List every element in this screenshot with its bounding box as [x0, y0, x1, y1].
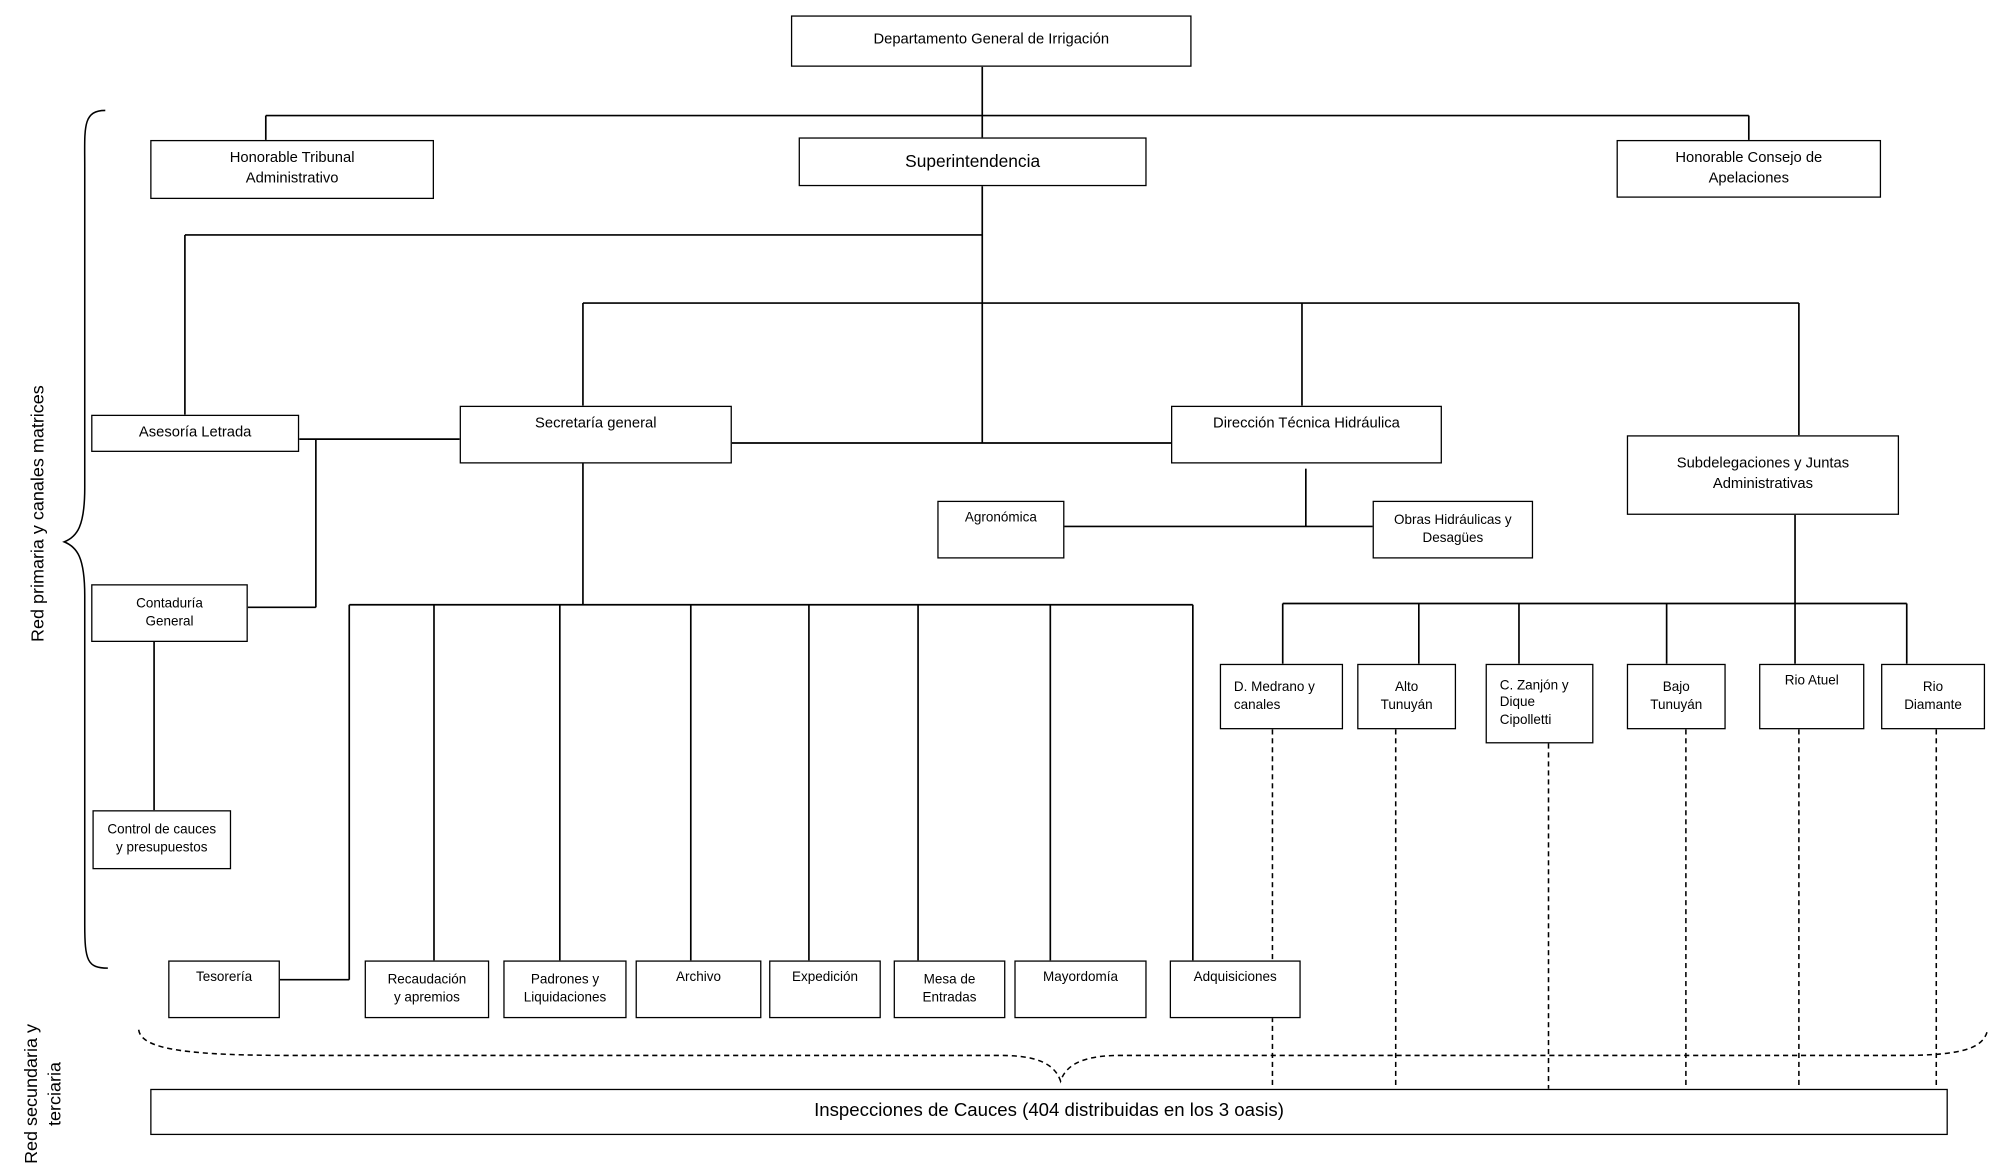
secretaria-unit-recaudacion: Recaudación y apremios	[364, 960, 490, 1019]
secretaria-unit-padrones: Padrones y Liquidaciones	[503, 960, 627, 1019]
secretaria-unit-expedicion: Expedición	[769, 960, 881, 1019]
agronomica-box: Agronómica	[937, 500, 1065, 559]
subdelegacion-unit-rio-diamante: Rio Diamante	[1881, 663, 1986, 730]
red-primaria-label: Red primaria y canales matrices	[26, 385, 48, 642]
consejo-apelaciones-box: Honorable Consejo de Apelaciones	[1616, 139, 1882, 198]
subdelegacion-unit-medrano: D. Medrano y canales	[1219, 663, 1344, 730]
superintendencia-box: Superintendencia	[798, 137, 1147, 187]
asesoria-letrada-box: Asesoría Letrada	[91, 414, 300, 452]
departamento-general-box: Departamento General de Irrigación	[790, 15, 1192, 67]
tribunal-administrativo-box: Honorable Tribunal Administrativo	[150, 139, 434, 200]
contaduria-general-box: Contaduría General	[91, 584, 248, 642]
direccion-tecnica-box: Dirección Técnica Hidráulica	[1171, 405, 1442, 464]
control-cauces-box: Control de cauces y presupuestos	[92, 810, 232, 870]
red-secundaria-label: Red secundaria y terciaria	[20, 1024, 65, 1164]
subdelegacion-unit-alto-tunuyan: Alto Tunuyán	[1357, 663, 1457, 730]
secretaria-unit-mayordomia: Mayordomía	[1014, 960, 1147, 1019]
secretaria-general-box: Secretaría general	[459, 405, 732, 464]
inspecciones-cauces-box: Inspecciones de Cauces (404 distribuidas…	[150, 1088, 1948, 1136]
secretaria-unit-tesoreria: Tesorería	[168, 960, 280, 1019]
subdelegacion-unit-rio-atuel: Rio Atuel	[1759, 663, 1865, 730]
subdelegacion-unit-zanjon: C. Zanjón y Dique Cipolletti	[1485, 663, 1594, 744]
secretaria-unit-mesa-entradas: Mesa de Entradas	[893, 960, 1006, 1019]
subdelegacion-unit-bajo-tunuyan: Bajo Tunuyán	[1626, 663, 1726, 730]
secretaria-unit-archivo: Archivo	[635, 960, 762, 1019]
secretaria-unit-adquisiciones: Adquisiciones	[1169, 960, 1301, 1019]
subdelegaciones-box: Subdelegaciones y Juntas Administrativas	[1626, 435, 1900, 515]
obras-hidraulicas-box: Obras Hidráulicas y Desagües	[1372, 500, 1534, 559]
